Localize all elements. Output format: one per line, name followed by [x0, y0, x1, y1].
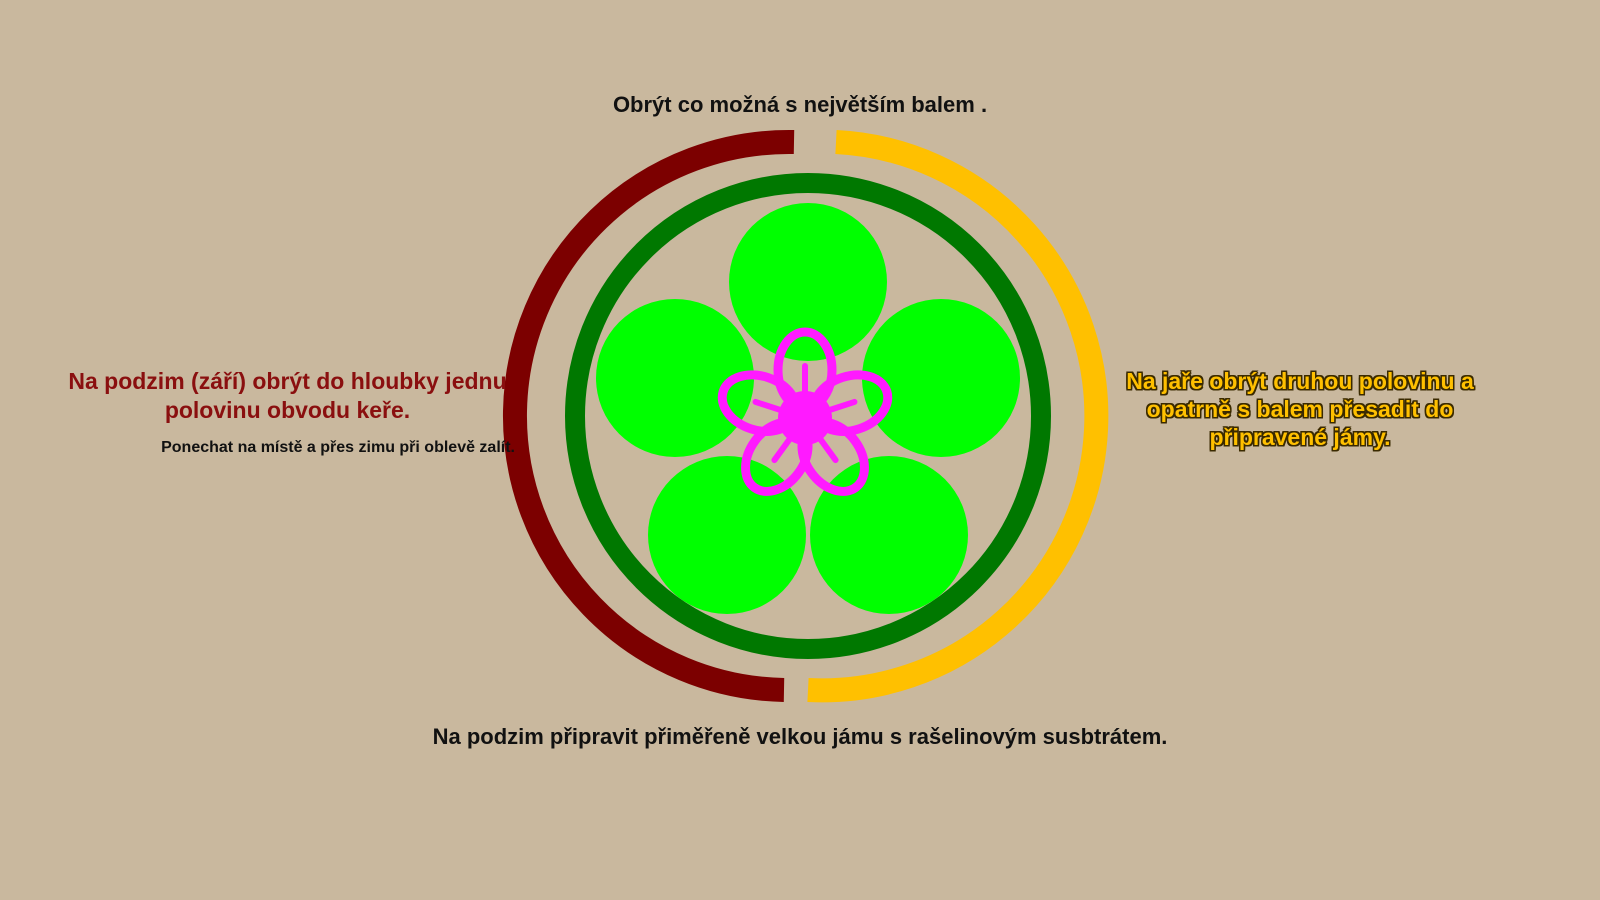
- leaf: [810, 456, 968, 614]
- leaf: [596, 299, 754, 457]
- leaf: [862, 299, 1020, 457]
- flower-icon: [717, 327, 893, 496]
- top-instruction: Obrýt co možná s největším balem .: [612, 92, 988, 117]
- autumn-half-arc: [502, 129, 795, 702]
- bottom-instruction: Na podzim připravit přiměřeně velkou jám…: [432, 724, 1168, 749]
- autumn-instruction: Na podzim (září) obrýt do hloubky jednu …: [68, 368, 507, 423]
- leaf: [729, 203, 887, 361]
- leaf: [648, 456, 806, 614]
- bush-leaves-icon: [596, 203, 1020, 614]
- spring-instruction: Na jaře obrýt druhou polovinu a opatrně …: [1126, 368, 1474, 450]
- flower-centre: [778, 391, 832, 445]
- autumn-note: Ponechat na místě a přes zimu při oblevě…: [161, 439, 515, 456]
- root-ball-ring: [565, 173, 1051, 659]
- spring-half-arc: [807, 130, 1109, 703]
